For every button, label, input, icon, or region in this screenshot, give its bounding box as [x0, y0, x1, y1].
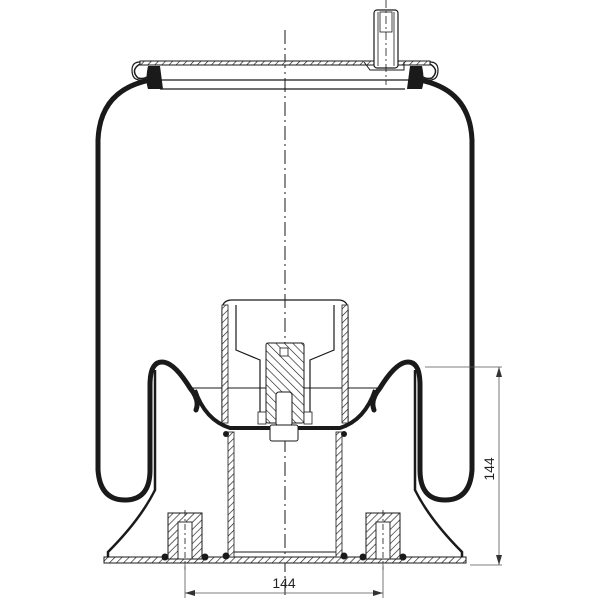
- dimension-bolt-spacing: 144: [184, 563, 384, 598]
- air-fitting-stud: [363, 0, 405, 85]
- piston-height-label: 144: [481, 457, 497, 481]
- mounting-bolt-right: [359, 510, 407, 570]
- bolt-spacing-label: 144: [272, 575, 296, 591]
- mounting-bolt-left: [161, 510, 209, 570]
- dimension-piston-height: 144: [425, 366, 502, 566]
- bump-stop: [221, 299, 349, 442]
- bellows: [95, 77, 475, 503]
